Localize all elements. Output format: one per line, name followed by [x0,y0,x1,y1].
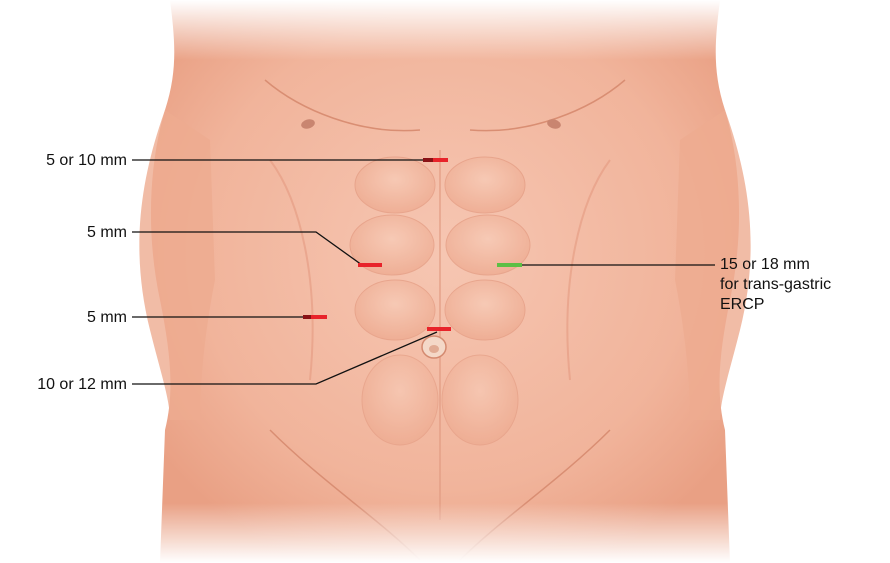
label-15-or-18-mm: 15 or 18 mm for trans-gastric ERCP [720,255,831,315]
torso-illustration [139,0,750,563]
label-10-or-12-mm: 10 or 12 mm [37,375,127,395]
incision-2 [358,263,382,267]
label-15-line-2: for trans-gastric [720,275,831,295]
incision-4 [427,327,451,331]
label-15-line-3: ERCP [720,295,831,315]
label-5-mm-upper: 5 mm [87,223,127,243]
incision-5 [497,263,522,267]
label-5-mm-lower: 5 mm [87,308,127,328]
label-15-line-1: 15 or 18 mm [720,255,831,275]
label-5-or-10-mm: 5 or 10 mm [46,151,127,171]
